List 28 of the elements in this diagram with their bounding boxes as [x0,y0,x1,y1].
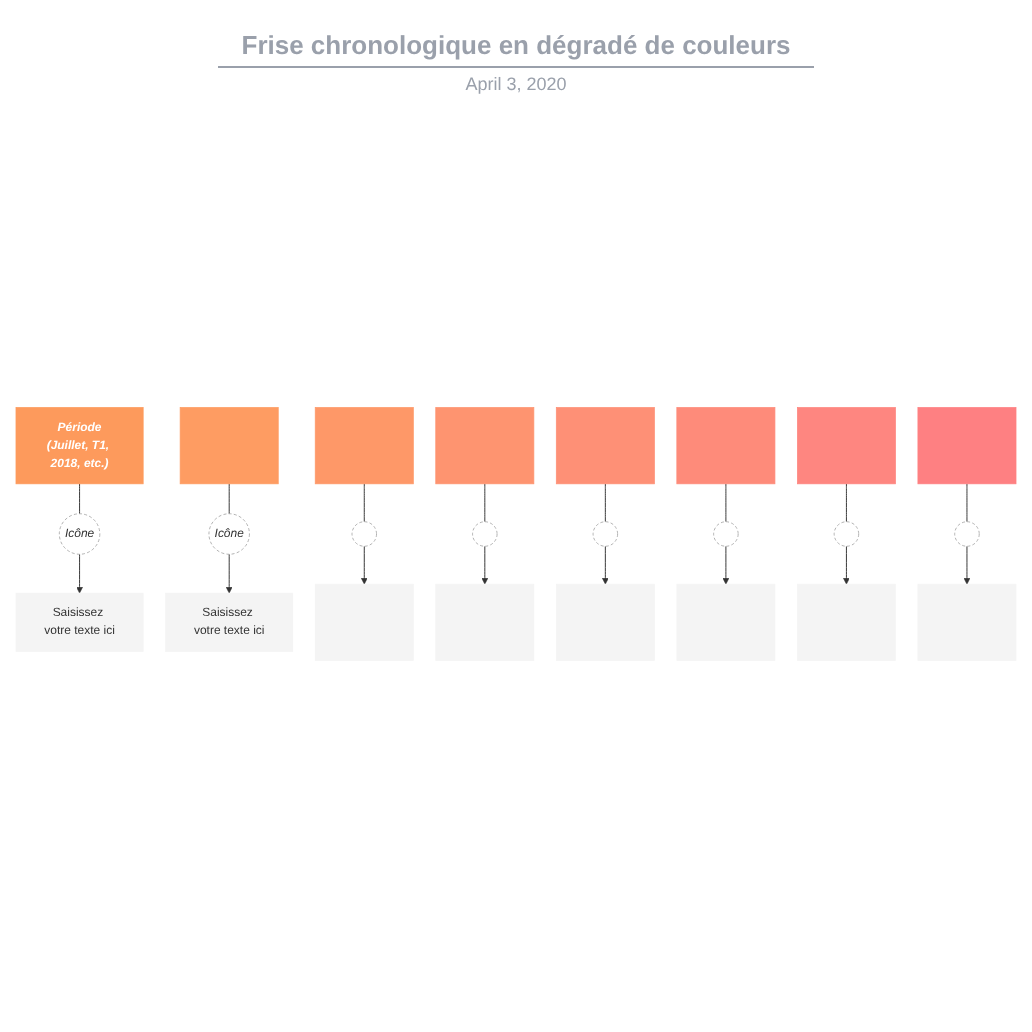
node-box [435,407,535,485]
node-box [797,407,896,485]
connector [484,483,486,523]
node-circle [592,521,618,547]
connector [604,483,606,523]
node-box [555,583,655,661]
node-box [179,407,279,485]
connector [845,483,847,523]
connector [79,483,81,515]
node-box [676,407,776,485]
node-box [314,407,414,485]
node-circle [351,521,377,547]
node-box [917,407,1017,485]
node-box [797,583,896,661]
node-circle [954,521,980,547]
connector [725,483,727,523]
node-box [917,583,1017,661]
connector [228,483,230,515]
node-circle [472,521,498,547]
node-circle [833,521,860,547]
node-box [555,407,655,485]
node-box [314,583,414,661]
node-box [435,583,535,661]
date-note: April 3, 2020 [465,74,567,94]
node-box [676,583,776,661]
node-circle [713,521,739,547]
connector [363,483,365,523]
diagram-title: Frise chronologique en dégradé de couleurs [217,30,815,68]
